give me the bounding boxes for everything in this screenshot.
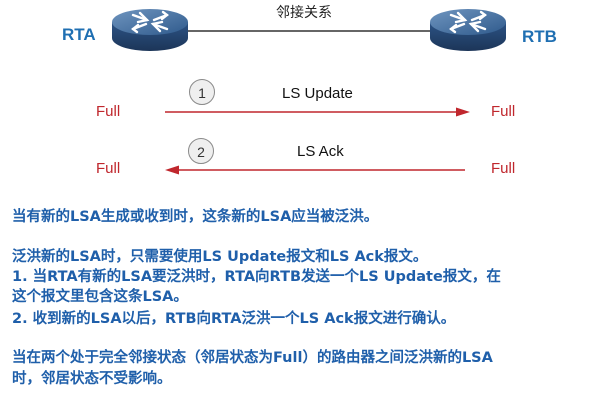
ls-ack-label: LS Ack: [297, 143, 344, 160]
text-line-6: 当在两个处于完全邻接状态（邻居状态为Full）的路由器之间泛洪新的LSA: [12, 350, 493, 366]
rta-state-1: Full: [96, 103, 121, 120]
neighbor-relation-label: 邻接关系: [276, 5, 332, 21]
router-a-icon: [112, 9, 188, 51]
step-2-badge: 2: [188, 138, 214, 164]
text-line-7: 时，邻居状态不受影响。: [12, 371, 172, 387]
router-b-icon: [430, 9, 506, 51]
router-a-label: RTA: [62, 25, 96, 44]
ls-update-arrowhead: [456, 107, 470, 117]
ls-update-label: LS Update: [282, 85, 353, 102]
rtb-state-1: Full: [491, 103, 516, 120]
text-line-1: 当有新的LSA生成或收到时，这条新的LSA应当被泛洪。: [12, 209, 379, 225]
ls-ack-arrowhead: [165, 165, 179, 175]
text-line-3: 1. 当RTA有新的LSA要泛洪时，RTA向RTB发送一个LS Update报文…: [12, 269, 501, 285]
diagram-canvas: [112, 9, 506, 175]
text-line-4: 这个报文里包含这条LSA。: [12, 289, 188, 305]
text-line-2: 泛洪新的LSA时，只需要使用LS Update报文和LS Ack报文。: [12, 249, 428, 265]
rtb-state-2: Full: [491, 160, 516, 177]
step-1-badge: 1: [189, 79, 215, 105]
text-line-5: 2. 收到新的LSA以后，RTB向RTA泛洪一个LS Ack报文进行确认。: [12, 311, 456, 327]
router-b-label: RTB: [522, 27, 557, 46]
rta-state-2: Full: [96, 160, 121, 177]
